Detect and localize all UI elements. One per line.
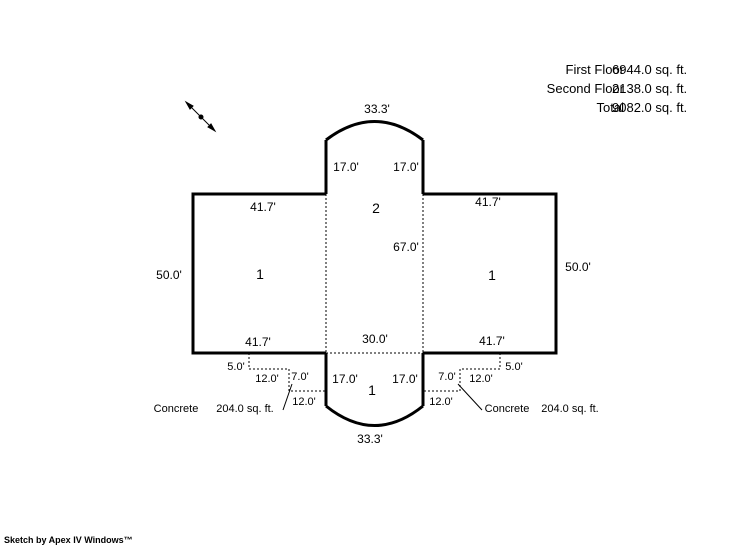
dim-left-wing-bottom: 41.7' xyxy=(245,335,271,349)
dim-lower-right: 17.0' xyxy=(392,372,418,386)
patio-right-dim-1: 5.0' xyxy=(505,361,522,373)
dim-center-height: 67.0' xyxy=(393,240,419,254)
patio-left-dim-3: 7.0' xyxy=(291,371,308,383)
patio-right-dim-4: 12.0' xyxy=(429,396,453,408)
patio-left-dim-2: 12.0' xyxy=(255,373,279,385)
summary-value: 9082.0 sq. ft. xyxy=(612,100,688,115)
patio-right-leader xyxy=(457,383,483,411)
north-arrow-icon xyxy=(184,100,217,133)
patio-right-dim-2: 12.0' xyxy=(469,373,493,385)
patio-left-leader xyxy=(282,383,293,411)
dim-tower-right: 17.0' xyxy=(393,160,419,174)
area-label-right-wing: 1 xyxy=(488,267,496,283)
dim-left-wing-top: 41.7' xyxy=(250,200,276,214)
area-label-center-lower: 1 xyxy=(368,382,376,398)
area-label-left-wing: 1 xyxy=(256,266,264,282)
summary-row-total: Total 9082.0 sq. ft. xyxy=(500,98,720,117)
patio-left-area: 204.0 sq. ft. xyxy=(216,403,273,415)
area-summary: First Floor 6944.0 sq. ft. Second Floor … xyxy=(500,60,720,117)
summary-label: Second Floor xyxy=(546,81,624,96)
area-label-center-upper: 2 xyxy=(372,200,380,216)
dim-right-side: 50.0' xyxy=(565,260,591,274)
summary-value: 6944.0 sq. ft. xyxy=(612,62,688,77)
dim-tower-left: 17.0' xyxy=(333,160,359,174)
patio-right-label: Concrete xyxy=(485,403,530,415)
summary-label: First Floor xyxy=(565,62,625,77)
patio-right-area: 204.0 sq. ft. xyxy=(541,403,598,415)
dim-left-side: 50.0' xyxy=(156,268,182,282)
summary-label: Total xyxy=(596,100,624,115)
patio-left-dim-1: 5.0' xyxy=(227,361,244,373)
dim-center-bottom: 30.0' xyxy=(362,332,388,346)
dim-arc-top: 33.3' xyxy=(364,102,390,116)
patio-right-outline xyxy=(423,353,501,392)
summary-row-first-floor: First Floor 6944.0 sq. ft. xyxy=(500,60,720,79)
patio-left-outline xyxy=(248,353,326,392)
footer-credit: Sketch by Apex IV Windows™ xyxy=(4,535,133,545)
building-outline xyxy=(191,120,558,427)
patio-left-dim-4: 12.0' xyxy=(292,396,316,408)
dim-lower-left: 17.0' xyxy=(332,372,358,386)
summary-value: 2138.0 sq. ft. xyxy=(612,81,688,96)
patio-left-label: Concrete xyxy=(154,403,199,415)
dim-right-wing-bottom: 41.7' xyxy=(479,334,505,348)
summary-row-second-floor: Second Floor 2138.0 sq. ft. xyxy=(500,79,720,98)
dim-arc-bottom: 33.3' xyxy=(357,432,383,446)
interior-dividers xyxy=(325,194,424,354)
dim-right-wing-top: 41.7' xyxy=(475,195,501,209)
patio-right-dim-3: 7.0' xyxy=(438,371,455,383)
